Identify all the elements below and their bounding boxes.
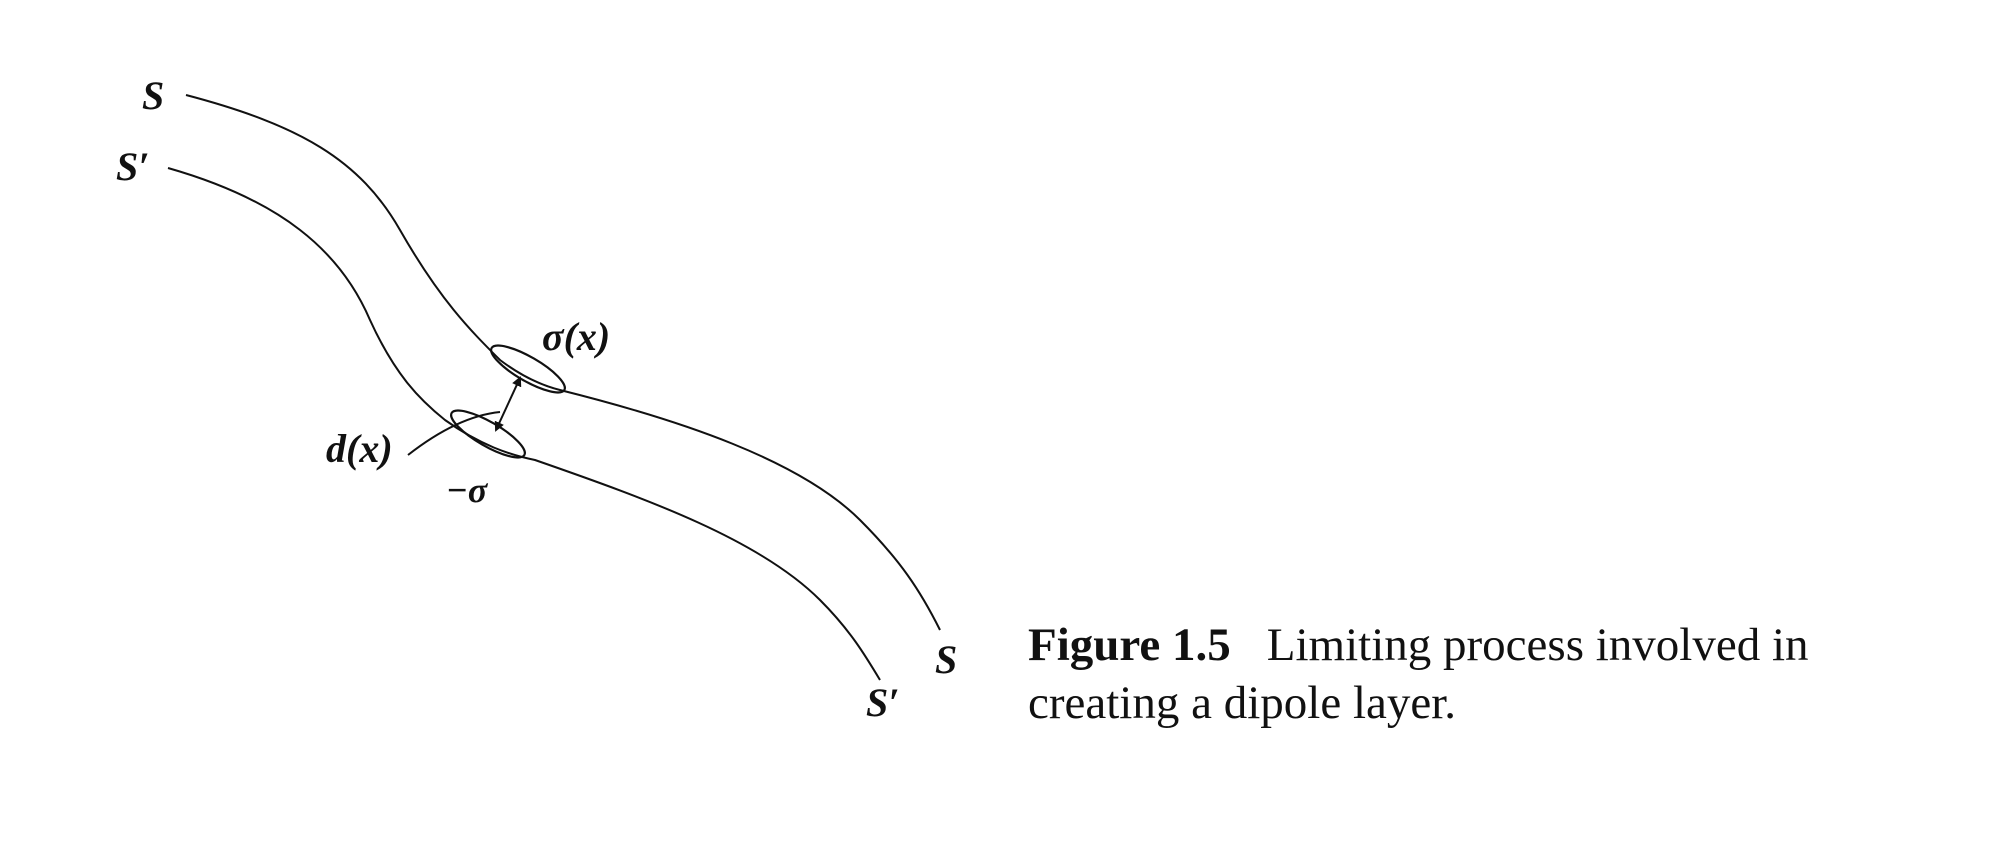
surface-s-prime-label-bottom: S′ (866, 680, 900, 725)
surface-s-label-top: S (142, 73, 164, 118)
sigma-label: σ(x) (542, 314, 610, 359)
minus-sigma-label: −σ (446, 470, 489, 510)
separation-leader-line (407, 411, 501, 456)
separation-arrow (494, 376, 522, 432)
negative-charge-patch (450, 409, 526, 459)
figure-number: Figure 1.5 (1028, 619, 1231, 671)
surface-s-label-bottom: S (935, 637, 957, 682)
surface-s-prime-label-top: S′ (116, 144, 150, 189)
separation-label: d(x) (326, 426, 393, 471)
positive-charge-patch (490, 344, 566, 394)
surface-s-prime-curve (167, 167, 881, 681)
surface-s-curve (185, 94, 941, 631)
figure-caption-text: Limiting process involved in creating a … (1028, 619, 1809, 729)
